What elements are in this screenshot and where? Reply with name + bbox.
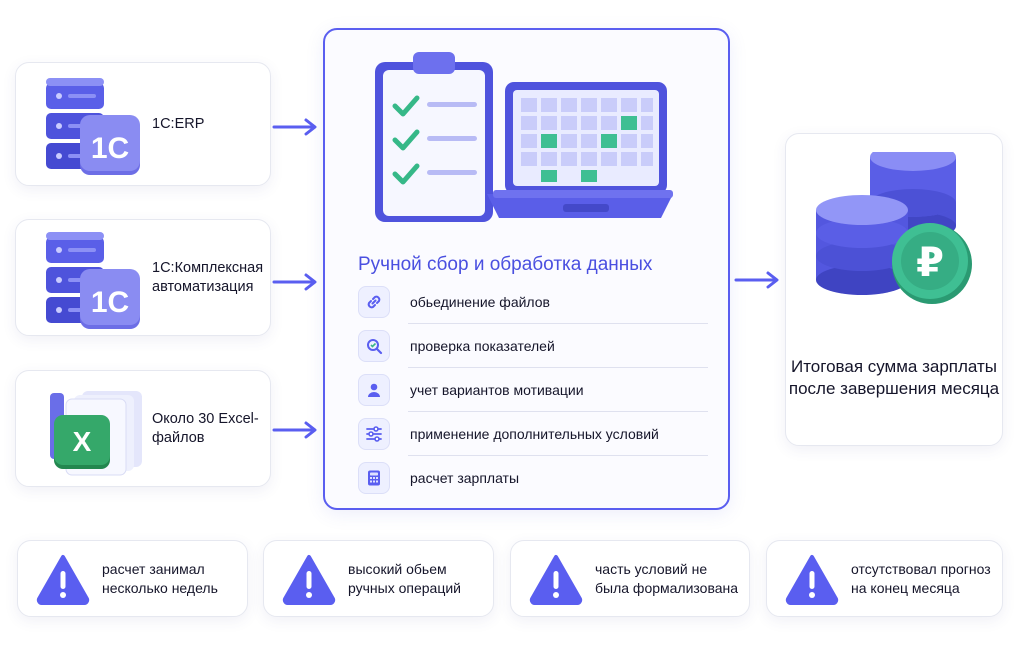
- warning-icon: [785, 554, 839, 605]
- step-label: проверка показателей: [410, 338, 555, 354]
- process-step: учет вариантов мотивации: [358, 371, 708, 412]
- excel-files-icon: X: [50, 390, 142, 475]
- issue-card: расчет занимал несколько недель: [17, 540, 248, 617]
- step-label: расчет зарплаты: [410, 470, 520, 486]
- svg-text:₽: ₽: [916, 240, 944, 286]
- warning-icon: [36, 554, 90, 605]
- svg-text:1С: 1С: [91, 132, 129, 165]
- sliders-icon: [358, 418, 390, 450]
- step-label: применение дополнительных условий: [410, 426, 659, 442]
- issue-card: часть условий не была формализована: [510, 540, 750, 617]
- issue-card: высокий обьем ручных операций: [263, 540, 494, 617]
- issue-label: расчет занимал несколько недель: [102, 560, 218, 596]
- step-label: учет вариантов мотивации: [410, 382, 584, 398]
- process-step: применение дополнительных условий: [358, 415, 708, 456]
- checklist-laptop-icon: [375, 52, 673, 222]
- process-title: Ручной сбор и обработка данных: [358, 254, 653, 275]
- issue-label: высокий обьем ручных операций: [348, 560, 461, 596]
- arrow-right-icon: [272, 118, 317, 136]
- person-icon: [358, 374, 390, 406]
- arrow-right-icon: [272, 421, 317, 439]
- process-step: расчет зарплаты: [358, 459, 708, 497]
- issue-label: часть условий не была формализована: [595, 560, 739, 596]
- process-step: обьединение файлов: [358, 283, 708, 324]
- issue-label: отсутствовал прогноз на конец месяца: [851, 560, 991, 596]
- warning-icon: [282, 554, 336, 605]
- divider: [408, 367, 708, 368]
- process-step: проверка показателей: [358, 327, 708, 368]
- arrow-right-icon: [734, 271, 779, 289]
- server-1c-icon: 1С: [46, 78, 140, 175]
- source-card-erp: 1С 1C:ERP: [15, 62, 271, 186]
- source-card-excel: X Около 30 Excel-файлов: [15, 370, 271, 487]
- result-card: ₽ Итоговая сумма зарплаты после завершен…: [785, 133, 1003, 446]
- process-card: Ручной сбор и обработка данных обьединен…: [323, 28, 730, 510]
- ruble-coins-icon: ₽: [816, 152, 972, 304]
- server-1c-icon: 1С: [46, 231, 140, 329]
- issue-card: отсутствовал прогноз на конец месяца: [766, 540, 1003, 617]
- source-label: Около 30 Excel-файлов: [152, 410, 259, 446]
- divider: [408, 455, 708, 456]
- source-label: 1C:ERP: [152, 115, 205, 132]
- arrow-right-icon: [272, 273, 317, 291]
- svg-text:1С: 1С: [91, 286, 129, 319]
- step-label: обьединение файлов: [410, 294, 550, 310]
- link-icon: [358, 286, 390, 318]
- divider: [408, 323, 708, 324]
- source-card-complex: 1С 1С:Комплексная автоматизация: [15, 219, 271, 336]
- svg-text:X: X: [73, 426, 92, 457]
- warning-icon: [529, 554, 583, 605]
- magnifier-icon: [358, 330, 390, 362]
- calculator-icon: [358, 462, 390, 494]
- divider: [408, 411, 708, 412]
- result-label: Итоговая сумма зарплаты после завершения…: [788, 357, 1000, 399]
- source-label: 1С:Комплексная автоматизация: [152, 259, 264, 295]
